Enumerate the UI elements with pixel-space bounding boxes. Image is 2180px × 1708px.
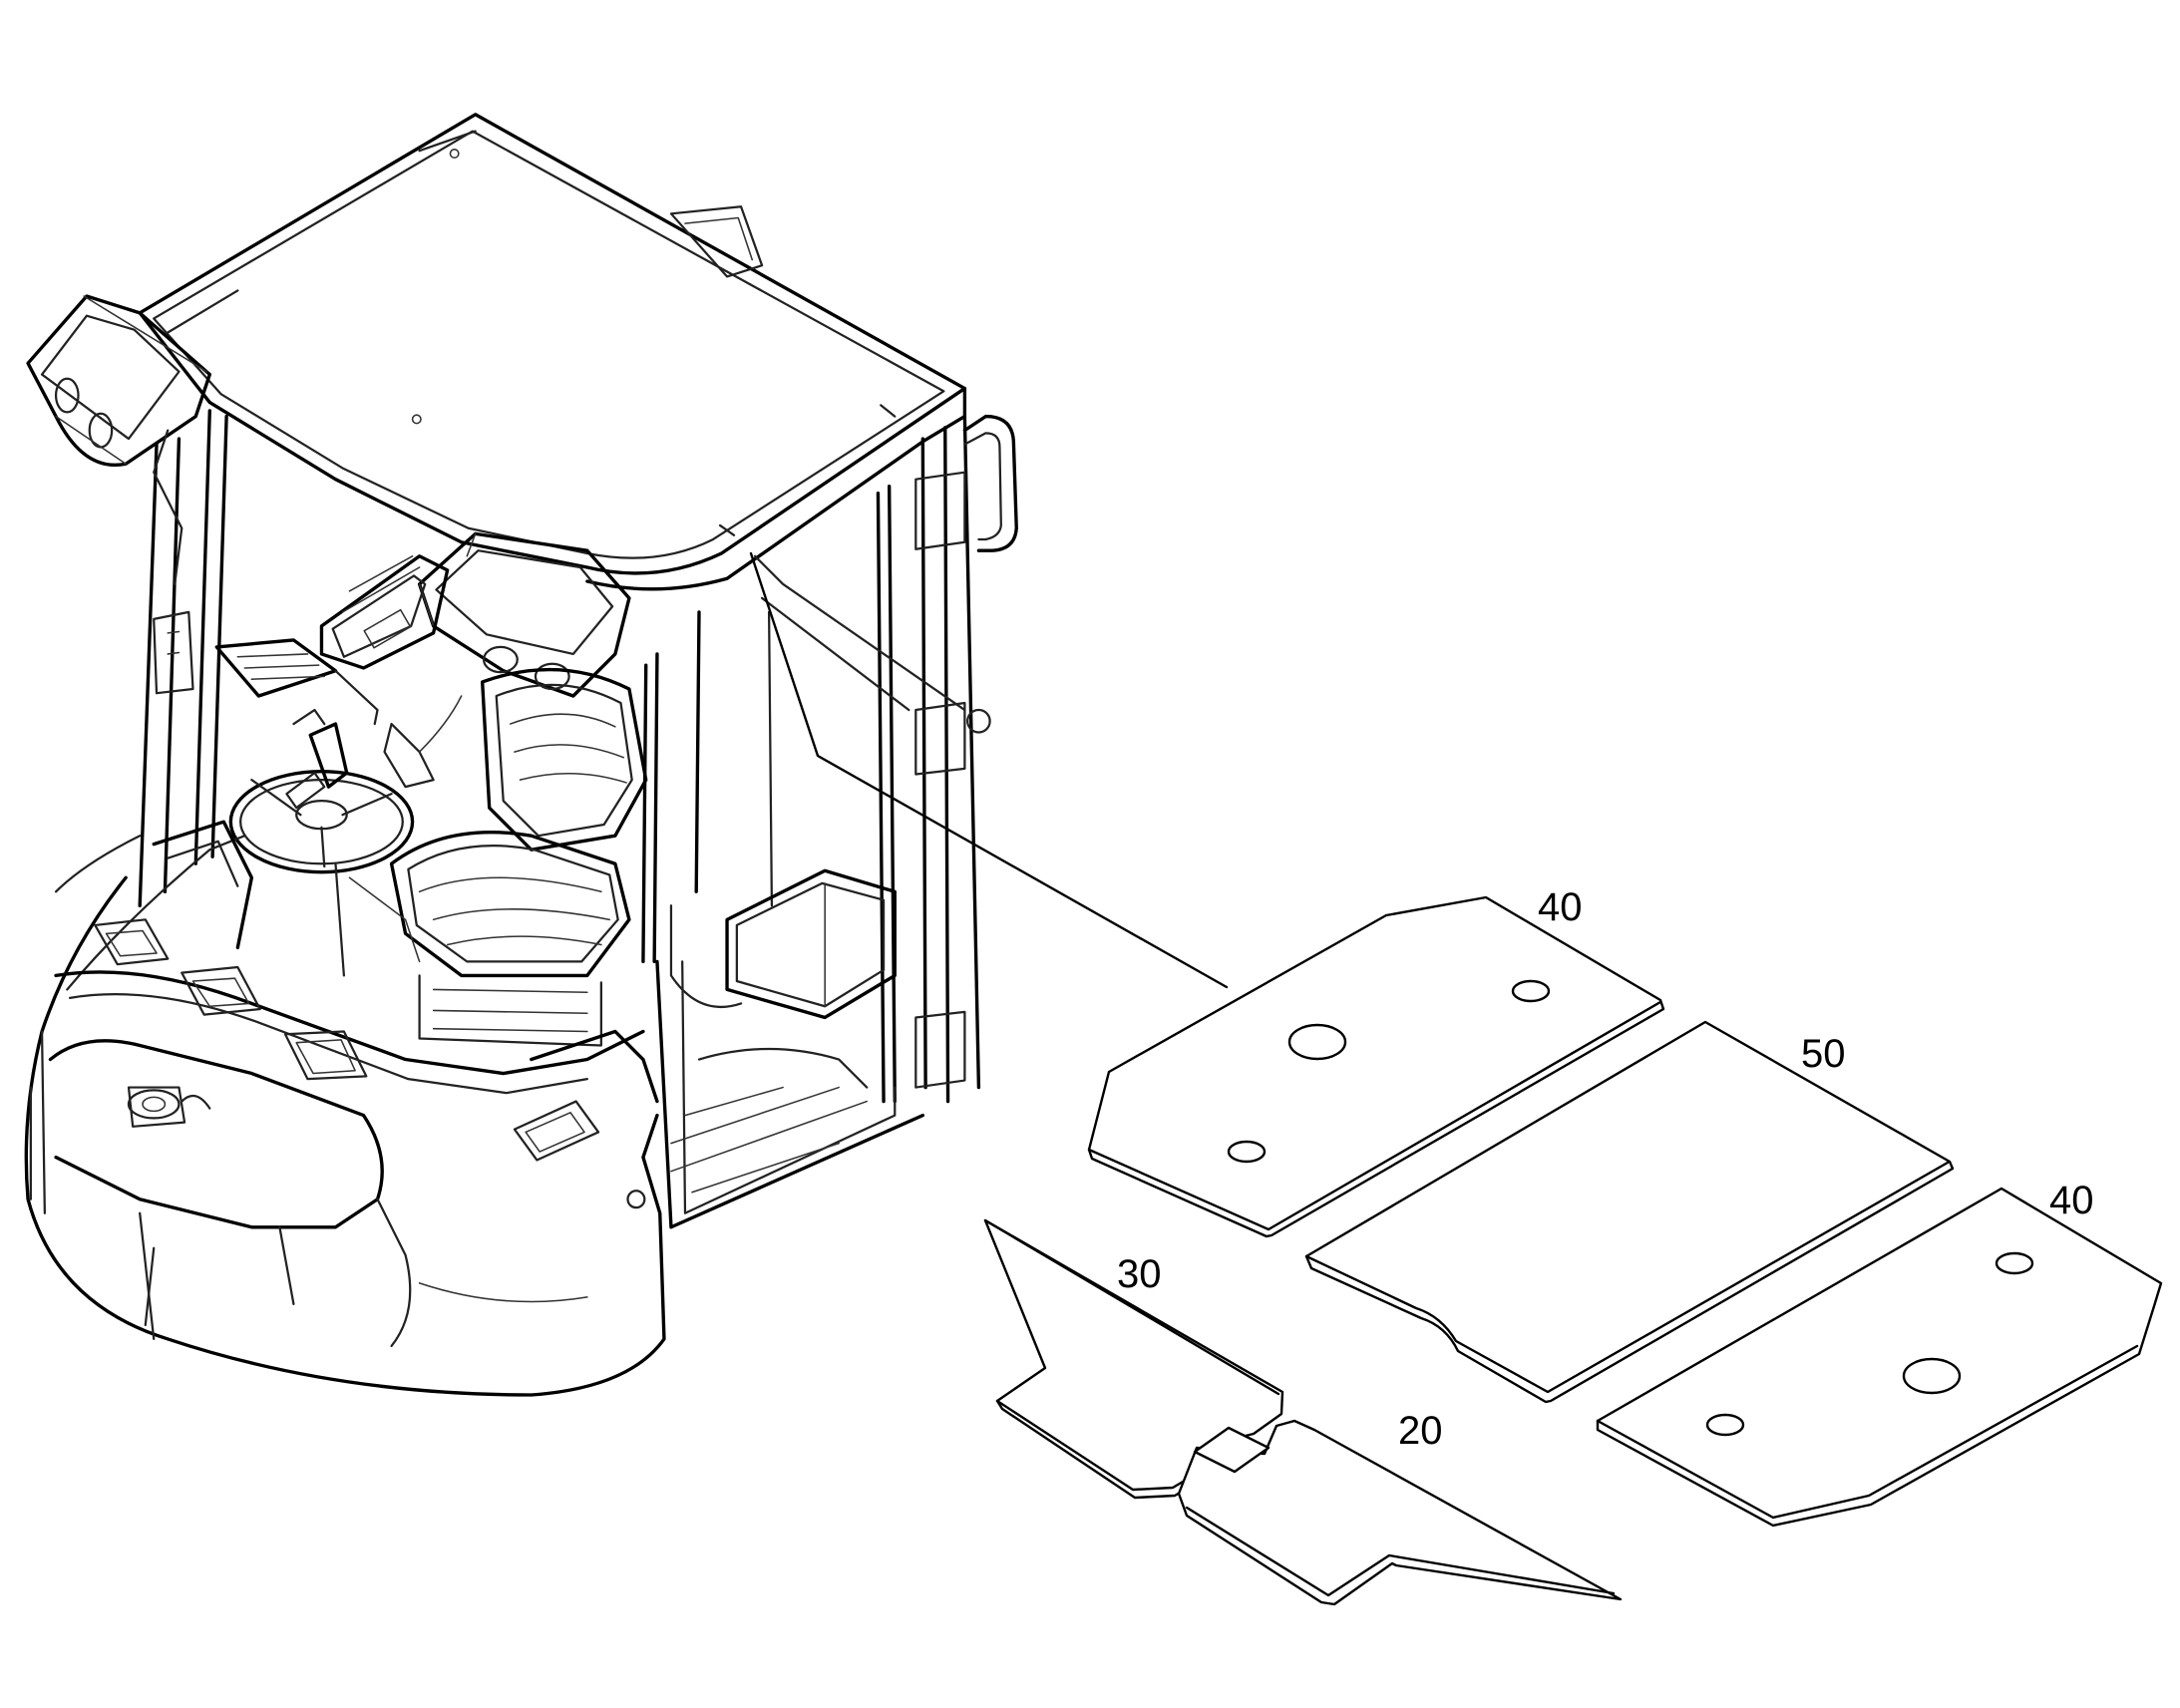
cab-roof: [138, 113, 967, 591]
instrument-panel: [214, 554, 450, 726]
leader-line: [749, 551, 1229, 989]
part-20-mat: [1177, 1419, 1623, 1606]
cab-pillars: [138, 409, 981, 1104]
part-40-rear-mat: [1087, 895, 1665, 1238]
cab-front-body: [24, 820, 666, 1397]
door-hinges: [153, 471, 991, 1089]
part-40-front-mat: [1596, 1187, 2163, 1528]
bumper-lights: [94, 918, 600, 1162]
part-label-20: 20: [1398, 1409, 1443, 1453]
operator-seat: [383, 667, 648, 1047]
steering-wheel: [228, 708, 415, 977]
rear-storage-box: [669, 868, 897, 1020]
part-label-50: 50: [1801, 1032, 1846, 1076]
front-left-light: [26, 294, 211, 467]
operator-cab-drawing: [24, 113, 1018, 1397]
cab-floor: [655, 959, 925, 1229]
rear-grab-handle: [962, 414, 1018, 552]
part-label-40-rear: 40: [1538, 885, 1583, 929]
part-label-40-front: 40: [2049, 1179, 2094, 1222]
cab-wiring: [153, 429, 463, 963]
part-50-mat: [1304, 1020, 1955, 1404]
rear-right-light: [417, 531, 631, 698]
part-label-30: 30: [1117, 1252, 1162, 1296]
